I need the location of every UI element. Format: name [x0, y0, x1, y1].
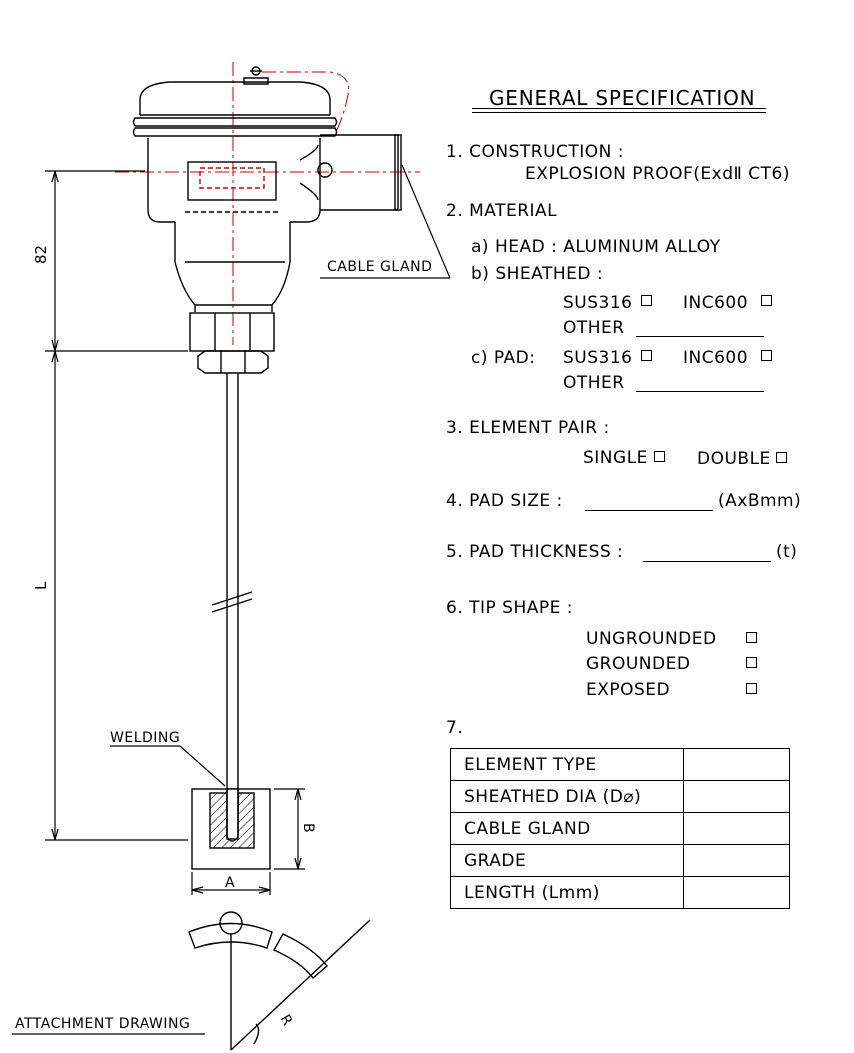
spec-table: ELEMENT TYPE SHEATHED DIA (D⌀) CABLE GLA… — [450, 748, 790, 909]
cable-gland-label: CABLE GLAND — [327, 259, 433, 275]
pad-thickness-heading: 5. PAD THICKNESS : — [446, 542, 624, 562]
dim-82-label: 82 — [32, 245, 50, 264]
pad-inc600-label: INC600 — [683, 348, 749, 368]
dimension-lines — [45, 170, 305, 895]
pad-size-field[interactable] — [585, 510, 713, 511]
table-cell-value[interactable] — [683, 844, 790, 877]
material-sheathed: b) SHEATHED : — [471, 264, 604, 284]
pad-thickness-field[interactable] — [643, 561, 771, 562]
construction-heading: 1. CONSTRUCTION : — [446, 142, 625, 162]
tip-exposed-checkbox[interactable] — [746, 683, 757, 694]
dim-a-label: A — [225, 875, 235, 891]
pad-other-field[interactable] — [636, 391, 764, 392]
spec-title: GENERAL SPECIFICATION — [489, 86, 756, 110]
table-cell-label: GRADE — [450, 844, 684, 877]
material-pad: c) PAD: — [471, 348, 536, 368]
tip-grounded-checkbox[interactable] — [746, 657, 757, 668]
pad-sus316-checkbox[interactable] — [641, 350, 652, 361]
head-housing — [132, 66, 402, 835]
construction-value: EXPLOSION PROOF(ExdⅡ CT6) — [525, 164, 790, 184]
tip-ungrounded-label: UNGROUNDED — [586, 629, 717, 649]
table-cell-label: SHEATHED DIA (D⌀) — [450, 780, 684, 813]
attachment-drawing-label: ATTACHMENT DRAWING — [15, 1016, 191, 1032]
dim-r-label: R — [277, 1012, 296, 1029]
pad-inc600-checkbox[interactable] — [761, 350, 772, 361]
table-row: GRADE — [450, 844, 790, 877]
sheathed-inc600-checkbox[interactable] — [761, 295, 772, 306]
sheathed-inc600-label: INC600 — [683, 293, 749, 313]
material-head: a) HEAD : ALUMINUM ALLOY — [471, 237, 721, 257]
table-cell-label: ELEMENT TYPE — [450, 748, 684, 781]
table-row: ELEMENT TYPE — [450, 748, 790, 781]
title-underline — [472, 108, 766, 109]
title-underline-2 — [472, 112, 766, 113]
element-pair-double-checkbox[interactable] — [776, 452, 787, 463]
table-cell-value[interactable] — [683, 812, 790, 845]
element-pair-heading: 3. ELEMENT PAIR : — [446, 418, 610, 438]
table-cell-value[interactable] — [683, 780, 790, 813]
leader-lines — [12, 164, 451, 1035]
table-cell-label: CABLE GLAND — [450, 812, 684, 845]
table-cell-value[interactable] — [683, 748, 790, 781]
item-7-label: 7. — [446, 718, 464, 738]
table-row: SHEATHED DIA (D⌀) — [450, 780, 790, 813]
dim-l-label: L — [32, 581, 50, 590]
sheathed-sus316-checkbox[interactable] — [641, 295, 652, 306]
pad-thickness-unit: (t) — [776, 542, 798, 562]
pad-size-unit: (AxBmm) — [718, 491, 802, 511]
tip-exposed-label: EXPOSED — [586, 680, 671, 700]
sheathed-other-label: OTHER — [563, 318, 625, 338]
sheathed-sus316-label: SUS316 — [563, 293, 633, 313]
dim-b-label: B — [300, 823, 316, 833]
tip-ungrounded-checkbox[interactable] — [746, 632, 757, 643]
pad-size-heading: 4. PAD SIZE : — [446, 491, 563, 511]
tip-grounded-label: GROUNDED — [586, 654, 691, 674]
element-pair-double-label: DOUBLE — [697, 449, 771, 469]
welding-label: WELDING — [110, 730, 181, 746]
material-heading: 2. MATERIAL — [446, 201, 558, 221]
tip-shape-heading: 6. TIP SHAPE : — [446, 598, 574, 618]
center-lines — [115, 62, 420, 345]
table-cell-value[interactable] — [683, 876, 790, 909]
pad-other-label: OTHER — [563, 373, 625, 393]
table-row: CABLE GLAND — [450, 812, 790, 845]
sheathed-other-field[interactable] — [636, 336, 764, 337]
attachment-drawing — [188, 911, 371, 1051]
table-row: LENGTH (Lmm) — [450, 876, 790, 909]
table-cell-label: LENGTH (Lmm) — [450, 876, 684, 909]
pad — [191, 788, 271, 870]
pad-sus316-label: SUS316 — [563, 348, 633, 368]
element-pair-single-label: SINGLE — [583, 448, 648, 468]
element-pair-single-checkbox[interactable] — [654, 451, 665, 462]
